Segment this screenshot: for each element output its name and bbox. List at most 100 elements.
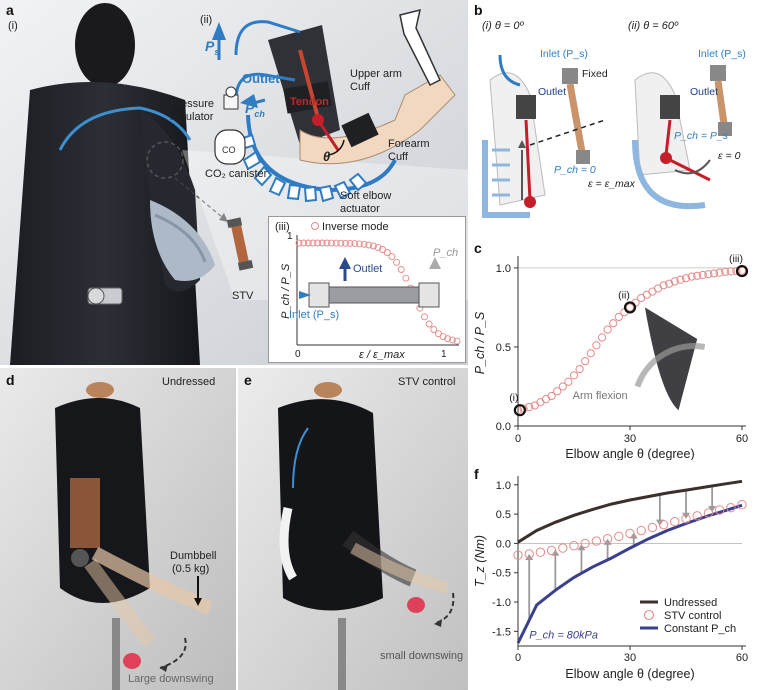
series-stv-point <box>524 549 534 559</box>
inset-curve-point <box>318 239 326 247</box>
co2-canister-label: CO₂ canister <box>205 168 268 180</box>
soft-elbow-actuator-label: Soft elbow actuator <box>340 190 392 215</box>
inset-curve-point <box>304 239 312 247</box>
x-tick-label: 0 <box>515 433 521 445</box>
legend-label: Undressed <box>664 597 717 609</box>
dumbbell-mass-label: (0.5 kg) <box>172 563 210 575</box>
b-pch-ps: P_ch = P_s <box>674 130 728 142</box>
panel-a-sub-i: (i) <box>8 20 18 32</box>
inset-curve-point <box>300 239 308 247</box>
data-point <box>698 270 707 280</box>
data-point <box>670 277 679 286</box>
inset-curve-point <box>383 249 391 256</box>
data-point <box>676 275 685 284</box>
series-stv-point <box>569 541 579 551</box>
data-point <box>625 303 635 312</box>
marked-point <box>513 404 526 417</box>
inset-curve-point <box>393 258 401 266</box>
b-eps-zero: ε = 0 <box>718 150 741 162</box>
panel-d-photo <box>0 368 236 690</box>
compensation-arrow-head <box>577 544 586 551</box>
panel-e-photo <box>238 368 468 690</box>
inset-curve-point <box>430 326 438 333</box>
inset-xtick-0: 0 <box>295 349 301 360</box>
inset-curve-point <box>397 266 405 273</box>
series-stv-point <box>647 522 658 533</box>
panel-a-sub-ii: (ii) <box>200 14 213 26</box>
inset-curve-point <box>425 320 433 328</box>
arm-flexion-arrow <box>634 343 706 388</box>
inset-legend: Inverse mode <box>311 221 389 234</box>
x-axis-label: Elbow angle θ (degree) <box>565 667 694 681</box>
inset-curve-point <box>402 274 410 282</box>
zoom-circle <box>146 141 184 179</box>
y-tick-label: 0.0 <box>496 538 511 550</box>
inset-curve-point <box>448 336 456 344</box>
series-stv-point <box>726 502 736 513</box>
inset-curve-point <box>369 242 377 250</box>
inset-inlet: Inlet (P_s) <box>289 309 340 321</box>
inset-curve-point <box>351 240 359 248</box>
compensation-arrow-head <box>525 553 534 560</box>
data-point <box>659 281 668 290</box>
dumbbell-label: Dumbbell <box>170 550 217 562</box>
data-point <box>721 267 730 276</box>
y-tick-label: 1.0 <box>496 480 511 492</box>
panel-b-illustration <box>482 54 732 218</box>
head-shape <box>75 3 135 87</box>
series-constant-pch <box>516 503 743 644</box>
data-point <box>715 268 724 277</box>
y-axis-label: P_ch / P_S <box>473 311 487 374</box>
data-point <box>547 391 556 401</box>
y-tick-label: 0.5 <box>496 342 511 354</box>
inset-curve-point <box>295 239 303 247</box>
panel-d: d Undressed Dumbbell (0.5 kg) Large down… <box>0 368 236 690</box>
data-point <box>569 371 579 380</box>
arm-flexion-figure <box>644 307 698 411</box>
inset-curve-point <box>342 239 349 247</box>
marked-point-label: (iii) <box>729 253 743 265</box>
inset-curve-point <box>323 239 331 247</box>
panel-e: e STV control small downswing <box>238 368 468 690</box>
x-tick-label: 60 <box>736 652 748 664</box>
x-tick-label: 60 <box>736 433 748 445</box>
series-stv-point <box>513 550 523 560</box>
compensation-arrow-head <box>603 538 612 545</box>
panel-e-title: STV control <box>398 376 456 388</box>
inset-plot <box>295 235 461 346</box>
series-stv-point <box>658 519 669 530</box>
stv-label: STV <box>232 290 254 302</box>
y-tick-label: 1.0 <box>496 263 511 275</box>
data-point <box>564 377 573 386</box>
panel-d-title: Undressed <box>162 376 216 388</box>
inset-curve-point <box>421 313 428 321</box>
inset-curve-point <box>444 335 452 343</box>
panel-e-label: e <box>244 372 252 388</box>
inset-curve-point <box>314 239 322 247</box>
series-stv-point <box>580 538 590 549</box>
series-stv-point <box>737 500 747 510</box>
inset-curve-point <box>360 240 368 248</box>
data-point <box>665 279 674 288</box>
marked-point-label: (i) <box>509 392 518 404</box>
data-point <box>525 402 534 412</box>
compensation-arrow-head <box>682 512 690 519</box>
forearm-cuff-label: Forearm Cuff <box>388 138 430 163</box>
series-stv-point <box>714 505 725 515</box>
marked-point <box>623 301 637 314</box>
b-inlet-ii: Inlet (P_s) <box>698 48 746 60</box>
data-point <box>614 312 623 322</box>
b-outlet-i: Outlet <box>538 86 567 98</box>
panel-c-label: c <box>474 240 482 256</box>
panel-a-label: a <box>6 2 14 18</box>
data-point <box>609 319 618 328</box>
series-stv-point <box>546 545 557 556</box>
inset-xtick-1: 1 <box>441 349 447 360</box>
panel-a-illustration: CO <box>0 0 468 365</box>
panel-a-sub-iii: (iii) <box>275 221 290 233</box>
y-tick-label: -0.5 <box>492 568 511 580</box>
panel-f-label: f <box>474 466 479 482</box>
